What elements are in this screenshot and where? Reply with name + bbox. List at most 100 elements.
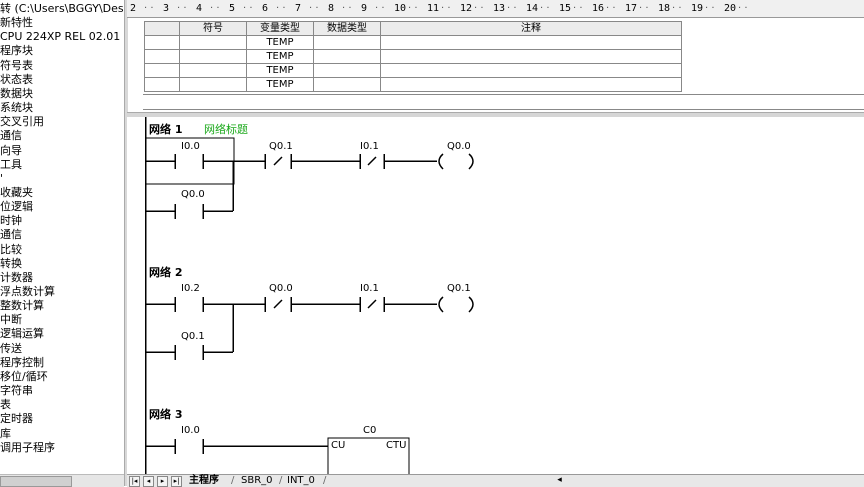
tree-item[interactable]: 浮点数计算 xyxy=(0,285,55,298)
counter-label[interactable]: C0 xyxy=(363,425,377,436)
row-marker[interactable] xyxy=(144,63,180,78)
tab-main-program[interactable]: 主程序 xyxy=(189,475,219,486)
local-variable-table[interactable]: 符号 变量类型 数据类型 注释 TEMP TEMP TEMP TEMP xyxy=(130,19,864,111)
contact-label[interactable]: Q0.1 xyxy=(269,141,293,152)
nc-slash xyxy=(367,156,377,166)
tree-item[interactable]: 传送 xyxy=(0,341,22,355)
tree-item[interactable]: 新特性 xyxy=(0,16,33,30)
scroll-left-icon[interactable]: ◂ xyxy=(557,475,562,485)
tree-item[interactable]: 表 xyxy=(0,398,11,412)
coil-label[interactable]: Q0.1 xyxy=(447,283,471,294)
col-header-comment[interactable]: 注释 xyxy=(380,21,682,36)
tree-item[interactable]: 状态表 xyxy=(0,72,33,86)
contact-label[interactable]: I0.0 xyxy=(181,425,200,436)
tree-item[interactable]: ' xyxy=(0,171,4,185)
comment-cell[interactable] xyxy=(380,63,682,78)
contact-label[interactable]: I0.1 xyxy=(360,283,379,294)
tree-horizontal-scrollbar[interactable] xyxy=(0,474,124,487)
tree-item[interactable]: CPU 224XP REL 02.01 xyxy=(0,30,121,44)
tree-item[interactable]: 移位/循环 xyxy=(0,369,48,383)
table-row[interactable]: TEMP xyxy=(144,77,682,92)
prev-tab-icon[interactable]: ◂ xyxy=(143,476,154,487)
tree-item[interactable]: 通信 xyxy=(0,129,22,143)
tab-bar[interactable]: |◂ ◂ ▸ ▸| 主程序 / SBR_0 / INT_0 / ◂ xyxy=(127,474,864,487)
coil-right xyxy=(468,296,474,313)
row-marker[interactable] xyxy=(144,49,180,64)
tree-item[interactable]: 系统块 xyxy=(0,101,33,115)
col-header-var-type[interactable]: 变量类型 xyxy=(246,21,314,36)
ruler-mark: 13 xyxy=(493,3,506,14)
ruler-mark: 15 xyxy=(559,3,572,14)
tree-item[interactable]: 交叉引用 xyxy=(0,115,44,129)
tree-item[interactable]: 位逻辑 xyxy=(0,200,33,214)
first-tab-icon[interactable]: |◂ xyxy=(129,476,140,487)
contact-label[interactable]: I0.1 xyxy=(360,141,379,152)
tree-item[interactable]: 程序块 xyxy=(0,44,33,58)
tree-item[interactable]: 工具 xyxy=(0,157,22,171)
tree-item[interactable]: 转换 xyxy=(0,256,22,270)
symbol-cell[interactable] xyxy=(179,63,247,78)
project-tree[interactable]: 转 (C:\Users\BGGY\Deskto新特性CPU 224XP REL … xyxy=(0,0,124,474)
tree-item[interactable]: 计数器 xyxy=(0,270,33,284)
tree-item[interactable]: 程序控制 xyxy=(0,355,44,369)
next-tab-icon[interactable]: ▸ xyxy=(157,476,168,487)
data-type-cell[interactable] xyxy=(313,77,381,92)
row-marker[interactable] xyxy=(144,77,180,92)
tree-item[interactable]: 整数计算 xyxy=(0,299,44,313)
var-type-cell[interactable]: TEMP xyxy=(246,63,314,78)
data-type-cell[interactable] xyxy=(313,49,381,64)
contact-label[interactable]: Q0.1 xyxy=(181,331,205,342)
coil-label[interactable]: Q0.0 xyxy=(447,141,471,152)
data-type-cell[interactable] xyxy=(313,35,381,50)
col-header-symbol[interactable]: 符号 xyxy=(179,21,247,36)
tree-item[interactable]: 字符串 xyxy=(0,384,33,398)
contact-label[interactable]: Q0.0 xyxy=(269,283,293,294)
last-tab-icon[interactable]: ▸| xyxy=(171,476,182,487)
var-type-cell[interactable]: TEMP xyxy=(246,49,314,64)
ruler-mark: 19 xyxy=(691,3,704,14)
panel-splitter[interactable] xyxy=(124,0,128,486)
symbol-cell[interactable] xyxy=(179,35,247,50)
tree-item[interactable]: 通信 xyxy=(0,228,22,242)
comment-cell[interactable] xyxy=(380,35,682,50)
tree-item[interactable]: 逻辑运算 xyxy=(0,327,44,341)
symbol-cell[interactable] xyxy=(179,77,247,92)
tree-item[interactable]: 收藏夹 xyxy=(0,185,33,199)
tab-int0[interactable]: INT_0 xyxy=(287,475,315,486)
tree-item[interactable]: 比较 xyxy=(0,242,22,256)
tab-sbr0[interactable]: SBR_0 xyxy=(241,475,273,486)
variable-table-grid[interactable]: 符号 变量类型 数据类型 注释 TEMP TEMP TEMP TEMP xyxy=(144,21,682,92)
contact-label[interactable]: I0.0 xyxy=(181,141,200,152)
contact-label[interactable]: I0.2 xyxy=(181,283,200,294)
table-row[interactable]: TEMP xyxy=(144,35,682,50)
col-header-data-type[interactable]: 数据类型 xyxy=(313,21,381,36)
table-row[interactable]: TEMP xyxy=(144,63,682,78)
tree-item[interactable]: 数据块 xyxy=(0,86,33,100)
symbol-cell[interactable] xyxy=(179,49,247,64)
row-marker[interactable] xyxy=(144,35,180,50)
network-2-title[interactable]: 网络 2 xyxy=(149,266,183,279)
contact-label[interactable]: Q0.0 xyxy=(181,189,205,200)
tree-item[interactable]: 库 xyxy=(0,426,11,440)
network-3-title[interactable]: 网络 3 xyxy=(149,408,183,421)
tree-scrollbar-thumb[interactable] xyxy=(0,476,72,487)
tree-item[interactable]: 向导 xyxy=(0,143,22,157)
tree-item[interactable]: 符号表 xyxy=(0,58,33,72)
tree-item[interactable]: 调用子程序 xyxy=(0,440,55,454)
project-path[interactable]: 转 (C:\Users\BGGY\Deskto xyxy=(0,2,124,15)
tree-item[interactable]: 时钟 xyxy=(0,214,22,228)
counter-box[interactable] xyxy=(327,437,410,474)
var-type-cell[interactable]: TEMP xyxy=(246,77,314,92)
tree-item[interactable]: 中断 xyxy=(0,313,22,327)
network-1-title[interactable]: 网络 1 xyxy=(149,123,183,136)
table-row[interactable]: TEMP xyxy=(144,49,682,64)
ruler-dots: · · xyxy=(573,3,583,14)
network-1-comment[interactable]: 网络标题 xyxy=(204,123,248,136)
data-type-cell[interactable] xyxy=(313,63,381,78)
var-type-cell[interactable]: TEMP xyxy=(246,35,314,50)
tree-item[interactable]: 定时器 xyxy=(0,412,33,426)
comment-cell[interactable] xyxy=(380,49,682,64)
ladder-editor[interactable]: 网络 1 网络标题 I0.0 Q0.1 I0.1 Q0.0 Q0.0 网络 2 … xyxy=(127,117,864,474)
ladder-diagram[interactable] xyxy=(127,117,864,474)
comment-cell[interactable] xyxy=(380,77,682,92)
